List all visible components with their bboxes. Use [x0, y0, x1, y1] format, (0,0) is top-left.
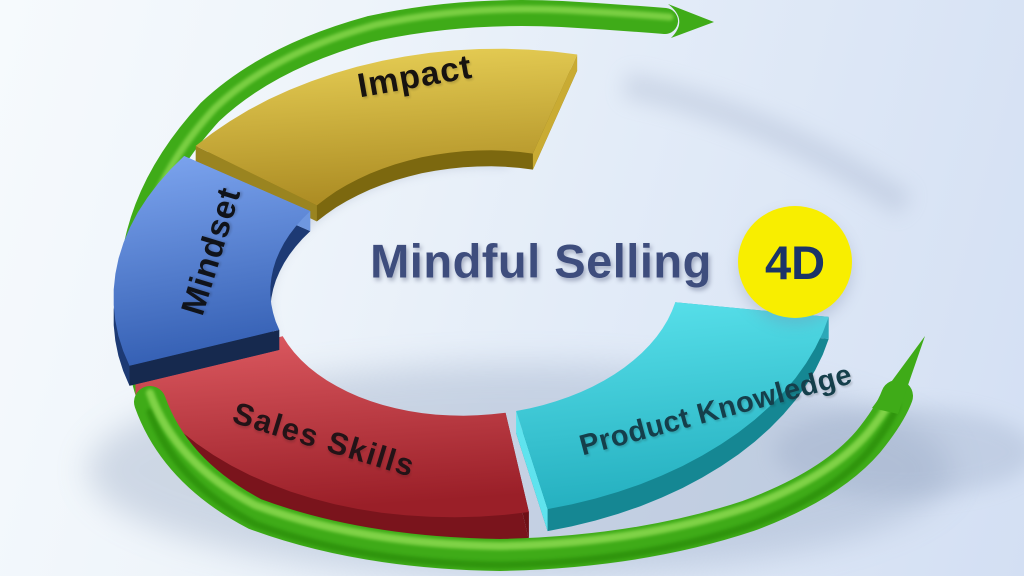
segment-mindset-cap-start	[129, 329, 280, 386]
segment-mindset	[113, 156, 311, 386]
diagram-title: Mindful Selling	[370, 234, 712, 288]
tube-front-highlight	[146, 383, 901, 551]
4d-badge-text: 4D	[764, 235, 826, 289]
segment-product-face	[516, 302, 829, 510]
segment-mindset-face	[113, 156, 311, 366]
arrowhead-icon	[668, 4, 714, 38]
segment-sales-face	[135, 336, 529, 518]
4d-badge: 4D	[738, 206, 852, 318]
segment-product-cap-end	[516, 411, 548, 532]
circular-arrow-tube-front	[134, 380, 913, 572]
arrow-tail-taper	[872, 336, 925, 414]
segment-product	[516, 302, 829, 532]
segments-layer	[113, 48, 829, 546]
segment-impact-face	[195, 48, 578, 206]
tube-front-shade	[146, 402, 901, 569]
circular-arrow-front	[134, 336, 925, 572]
segment-impact-cap-end	[532, 54, 578, 170]
arrowhead-shadow	[622, 72, 913, 216]
